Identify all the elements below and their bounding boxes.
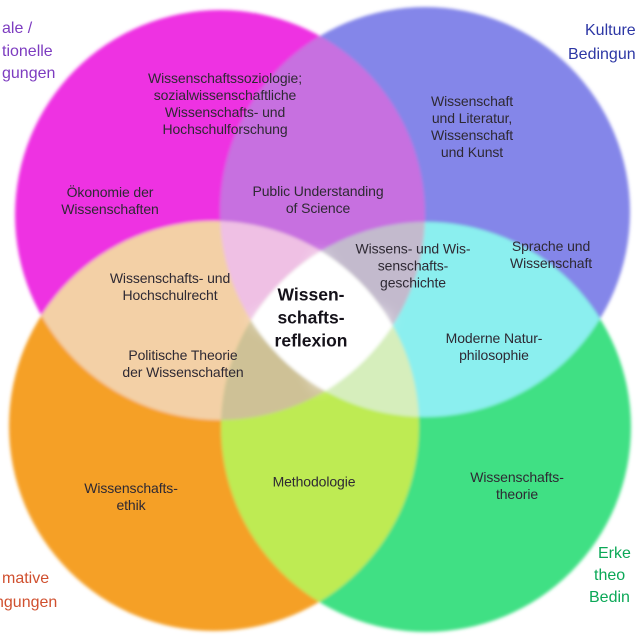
region-label-politische-theorie: Politische Theorie der Wissenschaften (122, 347, 244, 380)
region-label-oekonomie: Ökonomie der Wissenschaften (61, 184, 159, 217)
corner-label-bottom-right-line1: Erke (598, 545, 631, 562)
region-label-hochschulrecht: Wissenschafts- und Hochschulrecht (109, 270, 231, 303)
region-label-public-understanding: Public Understanding of Science (252, 183, 384, 216)
corner-label-bottom-right-line2: theo (594, 567, 626, 584)
region-label-wissenschaftstheorie: Wissenschafts- theorie (470, 469, 564, 502)
center-title-wissenschaftsreflexion: Wissen- schafts- reflexion (274, 284, 348, 351)
region-label-methodologie: Methodologie (272, 473, 356, 490)
region-label-naturphilosophie: Moderne Natur- philosophie (445, 330, 543, 363)
region-label-sprache: Sprache und Wissenschaft (509, 238, 593, 271)
region-label-wissenschaftssoziologie: Wissenschaftssoziologie; sozialwissensch… (148, 70, 302, 137)
region-label-wissenschaftsethik: Wissenschafts- ethik (84, 480, 178, 513)
corner-label-top-right-line2: Bedingun (568, 46, 636, 63)
corner-label-bottom-left-line2: ngungen (0, 594, 58, 611)
corner-label-bottom-right-line3: Bedin (589, 589, 630, 606)
corner-label-bottom-left-line1: mative (2, 570, 50, 587)
corner-label-top-left: ale / tionelle gungen (2, 20, 56, 82)
region-label-wissenschaftsgeschichte: Wissens- und Wis- senschafts- geschichte (355, 240, 471, 291)
region-label-literatur-kunst: Wissenschaft und Literatur, Wissenschaft… (430, 93, 514, 160)
corner-label-top-right-line1: Kulture (585, 22, 636, 39)
